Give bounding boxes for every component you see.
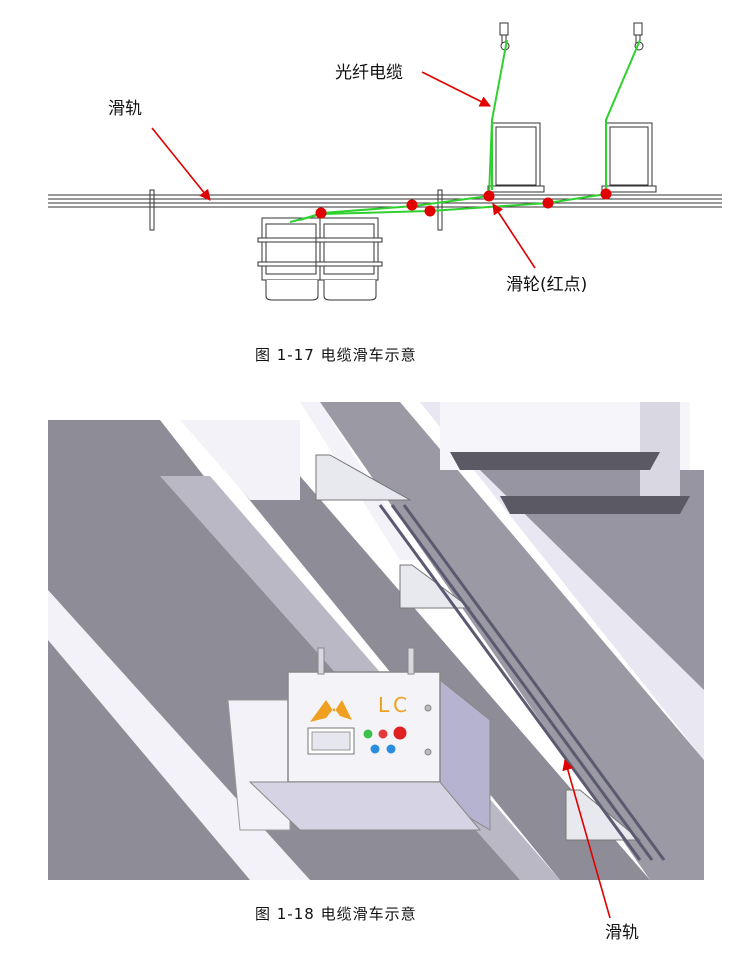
pulleys: [315, 188, 612, 219]
arrow-pulley: [492, 203, 536, 269]
device-logo-text: LC: [378, 693, 411, 717]
pulley-dot: [315, 207, 327, 219]
hanging-cabinet-left: [257, 217, 325, 301]
device-button-red: [378, 729, 388, 739]
floor-band: [420, 402, 704, 760]
pulley-dot: [483, 190, 495, 202]
logo-mark: [310, 700, 352, 722]
figure-1-17: 光纤电缆 滑轨 滑轮(红点) 图 1-17 电缆滑车示意: [48, 22, 722, 364]
pulley-dot: [542, 197, 554, 209]
upper-shelves: [440, 402, 690, 514]
upper-box-right: [601, 122, 657, 193]
label-rail: 滑轨: [108, 99, 142, 119]
label-rail-3d: 滑轨: [605, 923, 639, 943]
device-button-red-large: [393, 726, 407, 740]
rail-bracket: [315, 454, 642, 841]
rail-line: [48, 189, 722, 231]
upper-box-left: [487, 122, 545, 193]
arrow-cable: [421, 71, 492, 107]
label-fiber-cable: 光纤电缆: [335, 63, 403, 83]
pulley-dot: [424, 205, 436, 217]
figure-1-18: LC 图 1-18 电缆滑车示意 滑轨: [48, 402, 704, 943]
device-button-blue: [370, 744, 380, 754]
device-button-blue: [386, 744, 396, 754]
hanging-cabinet-right: [315, 217, 383, 301]
device-button-green: [363, 729, 373, 739]
cable-trolley-device: LC: [227, 647, 491, 831]
figure-1-18-caption: 图 1-18 电缆滑车示意: [255, 905, 417, 923]
slide-rail: [378, 504, 666, 861]
connector-left: [499, 22, 510, 51]
arrow-rail-3d: [562, 758, 611, 919]
pulley-dot: [600, 188, 612, 200]
label-pulley: 滑轮(红点): [506, 275, 587, 295]
arrow-rail: [151, 127, 211, 201]
floor-band: [480, 470, 704, 690]
pulley-dot: [406, 199, 418, 211]
figure-1-17-caption: 图 1-17 电缆滑车示意: [255, 346, 417, 364]
callout-arrows: [151, 71, 536, 269]
wall: [180, 420, 300, 500]
